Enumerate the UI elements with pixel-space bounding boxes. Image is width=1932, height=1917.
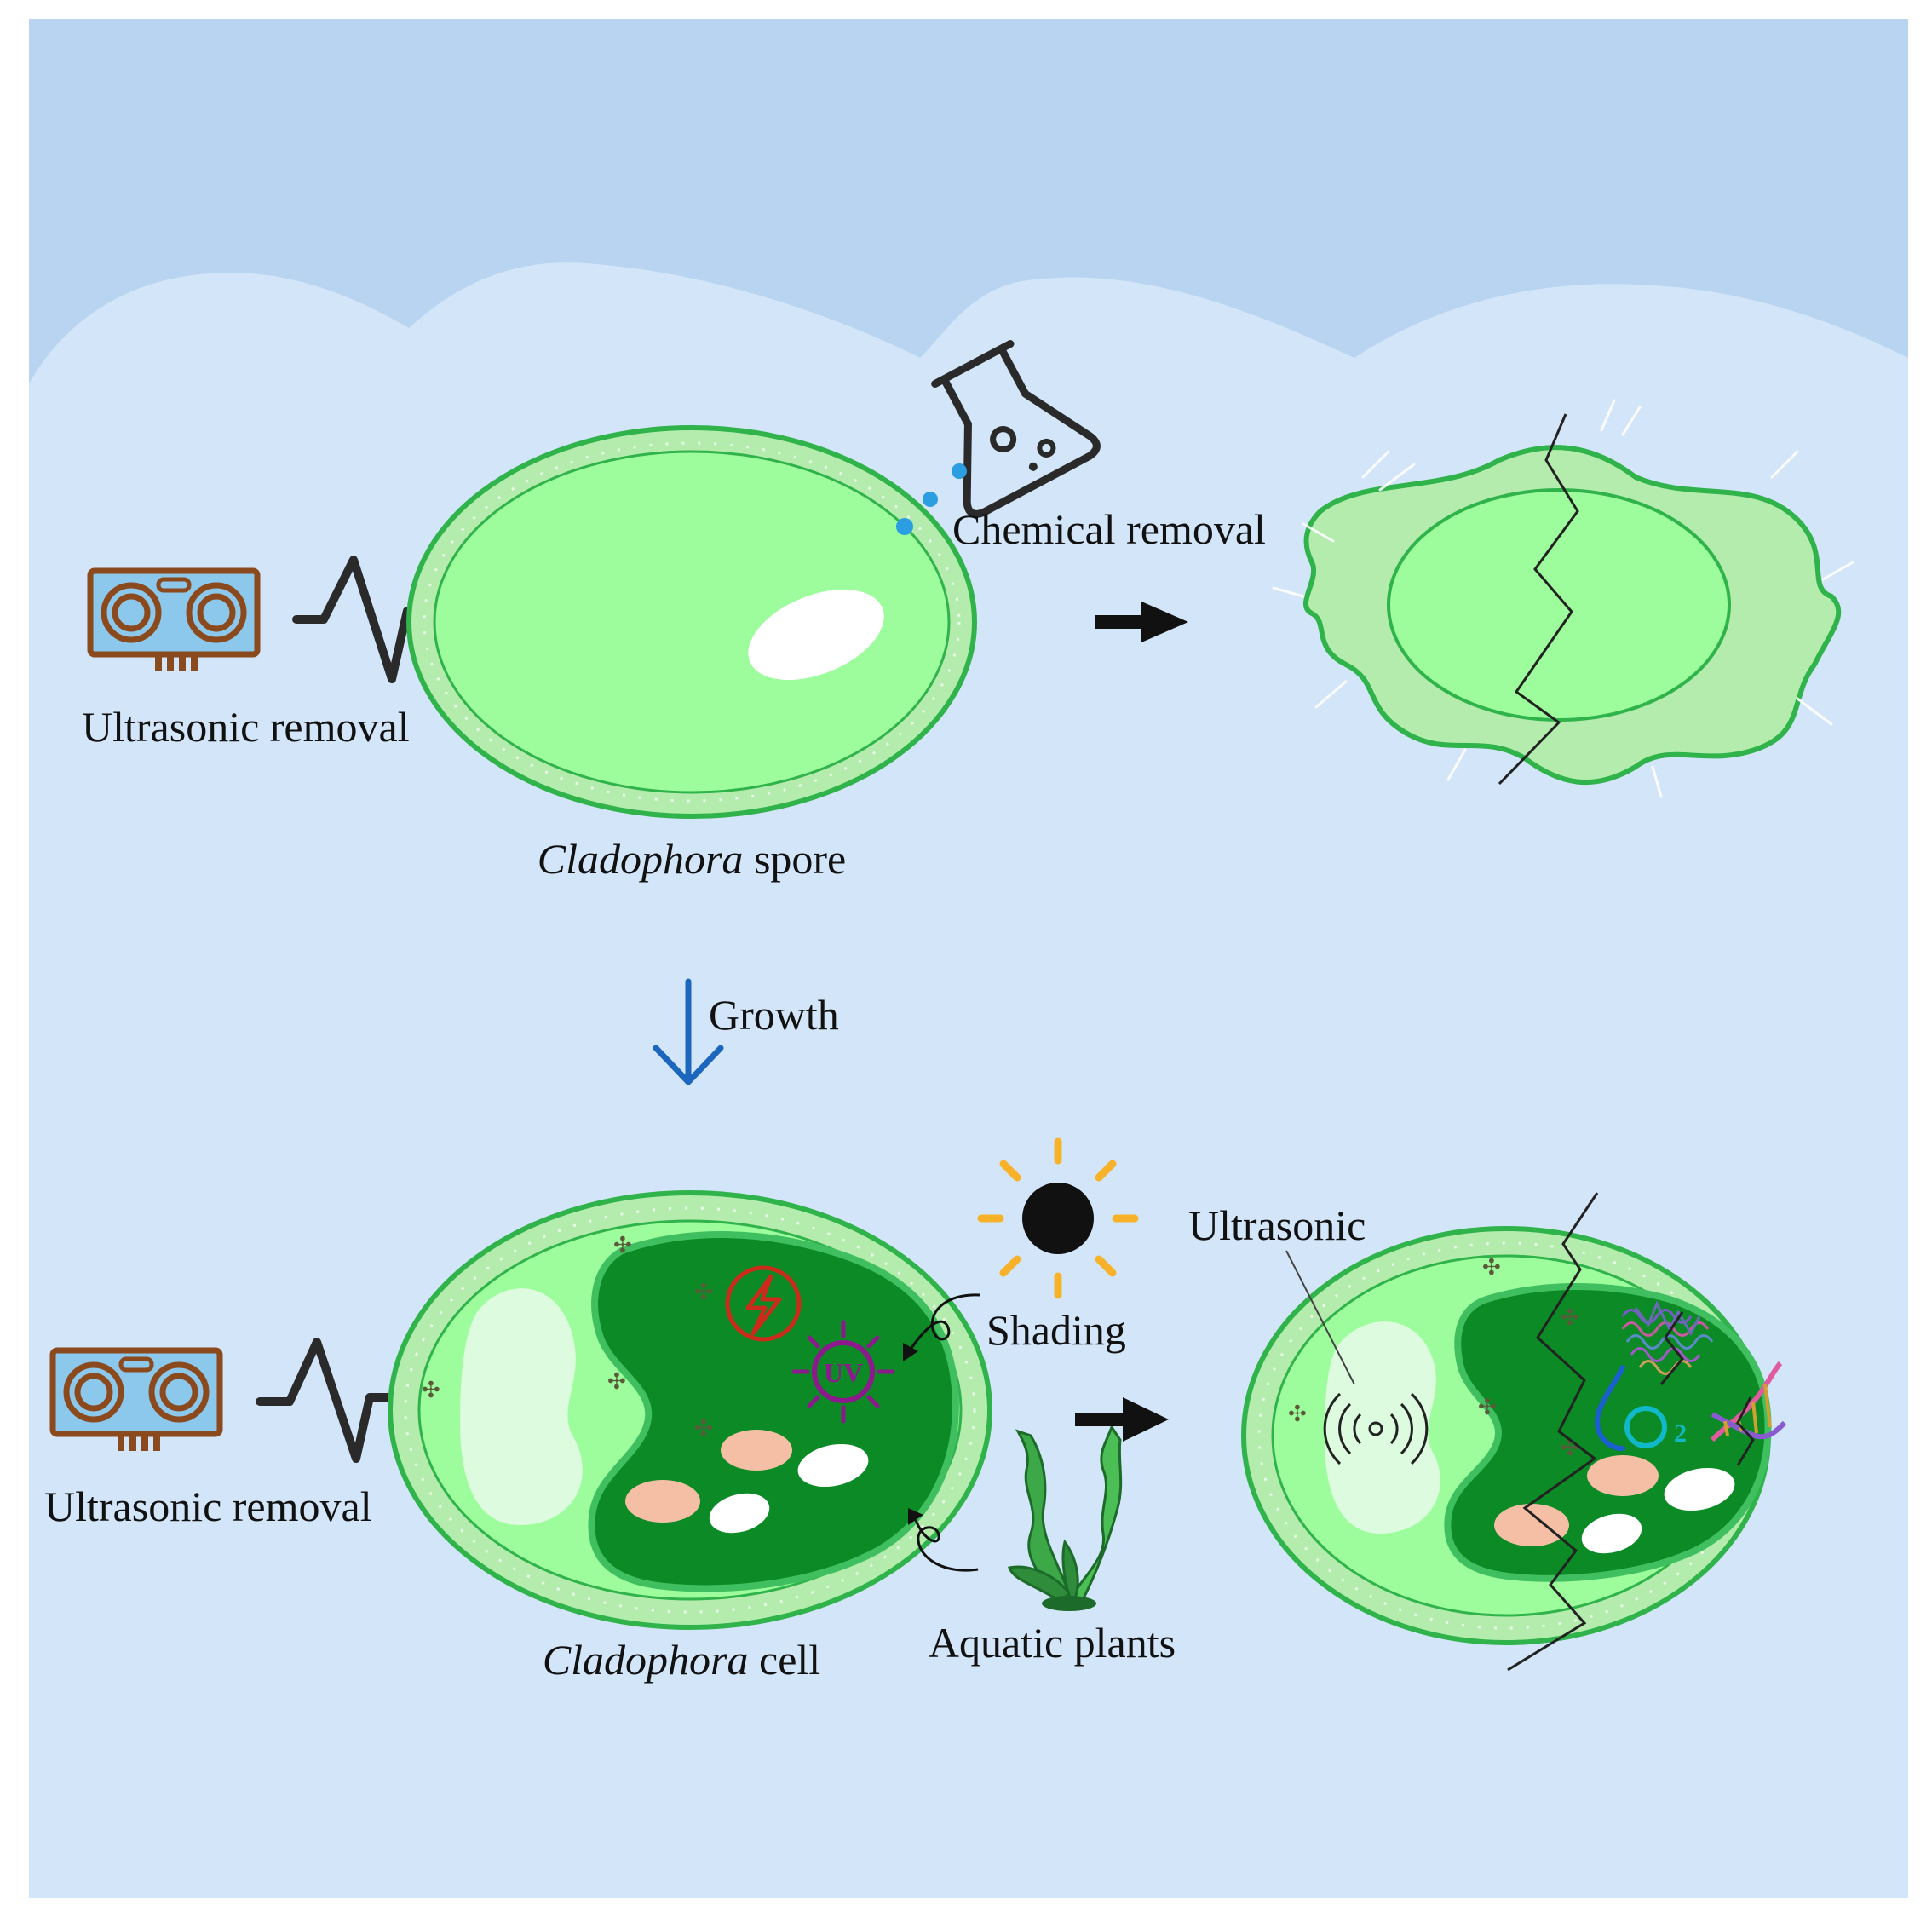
seaweed-icon bbox=[1008, 1424, 1123, 1611]
ultrasonic-device-icon bbox=[49, 1347, 223, 1451]
cell-label-rest: cell bbox=[749, 1636, 821, 1684]
cell-label-genus: Cladophora bbox=[543, 1636, 749, 1684]
svg-text:✣: ✣ bbox=[1478, 1395, 1497, 1419]
flask-icon bbox=[931, 340, 1101, 518]
damaged-spore bbox=[1272, 399, 1854, 798]
background bbox=[29, 19, 1908, 1898]
white-granule bbox=[797, 1443, 869, 1488]
ultrasonic-removal-label-bottom: Ultrasonic removal bbox=[44, 1482, 372, 1530]
spore-vacuole bbox=[748, 589, 884, 681]
cell-label: Cladophora cell bbox=[543, 1636, 820, 1684]
sky-band bbox=[29, 19, 1908, 383]
uv-text: UV bbox=[824, 1357, 863, 1388]
crack-line-small bbox=[1659, 1311, 1684, 1385]
wireless-signal-icon bbox=[1323, 1392, 1429, 1465]
starch-granule bbox=[721, 1430, 792, 1471]
svg-text:✣: ✣ bbox=[613, 1233, 632, 1258]
spore-label-genus: Cladophora bbox=[538, 835, 744, 883]
uv-virus-icon: UV bbox=[791, 1320, 895, 1424]
oxygen-drop-icon: 2 bbox=[1594, 1365, 1687, 1451]
svg-text:✣: ✣ bbox=[694, 1416, 713, 1441]
right-arrow-bottom bbox=[1075, 1397, 1169, 1442]
damaged-cell: ✣ ✣ ✣ ✣ ✣ 2 bbox=[1241, 1192, 1787, 1672]
crack-line-bottom bbox=[1507, 1192, 1599, 1672]
growth-label: Growth bbox=[709, 991, 839, 1039]
crack-line-small bbox=[1736, 1396, 1755, 1466]
ultrasonic-removal-label-top: Ultrasonic removal bbox=[82, 703, 410, 751]
waveform-icon bbox=[256, 1338, 396, 1463]
chloroplast bbox=[588, 1231, 959, 1592]
spore-label: Cladophora spore bbox=[538, 835, 847, 883]
svg-text:✣: ✣ bbox=[607, 1369, 626, 1394]
sun-icon bbox=[977, 1137, 1139, 1299]
svg-text:✣: ✣ bbox=[422, 1378, 440, 1402]
chemical-removal-label: Chemical removal bbox=[952, 505, 1266, 553]
shading-label: Shading bbox=[986, 1306, 1126, 1354]
shading-arrow bbox=[903, 1293, 980, 1361]
ribosome-dots: ✣ ✣ ✣ ✣ ✣ bbox=[422, 1233, 713, 1441]
vacuole bbox=[460, 1288, 583, 1525]
spore-label-rest: spore bbox=[743, 835, 846, 883]
svg-text:✣: ✣ bbox=[1288, 1402, 1307, 1426]
crack-line-top bbox=[1498, 413, 1579, 786]
ultrasonic-leader-line bbox=[1285, 1250, 1355, 1385]
ultrasonic-inner-label: Ultrasonic bbox=[1188, 1201, 1366, 1249]
white-granule bbox=[709, 1493, 770, 1534]
cladophora-spore bbox=[406, 425, 977, 819]
chemical-droplets bbox=[896, 463, 967, 535]
growth-arrow bbox=[653, 978, 724, 1085]
aquatic-plants-label: Aquatic plants bbox=[929, 1619, 1176, 1667]
right-arrow-top bbox=[1095, 602, 1188, 642]
cladophora-cell: ✣ ✣ ✣ ✣ ✣ bbox=[388, 1190, 992, 1630]
svg-text:✣: ✣ bbox=[694, 1280, 713, 1304]
svg-text:✣: ✣ bbox=[1482, 1255, 1501, 1280]
lightning-icon bbox=[725, 1265, 802, 1342]
o2-subscript: 2 bbox=[1674, 1419, 1687, 1448]
aquatic-arrow bbox=[908, 1508, 979, 1572]
svg-text:✣: ✣ bbox=[1561, 1305, 1579, 1330]
starch-granule bbox=[625, 1480, 700, 1523]
ultrasonic-device-icon bbox=[87, 567, 261, 671]
